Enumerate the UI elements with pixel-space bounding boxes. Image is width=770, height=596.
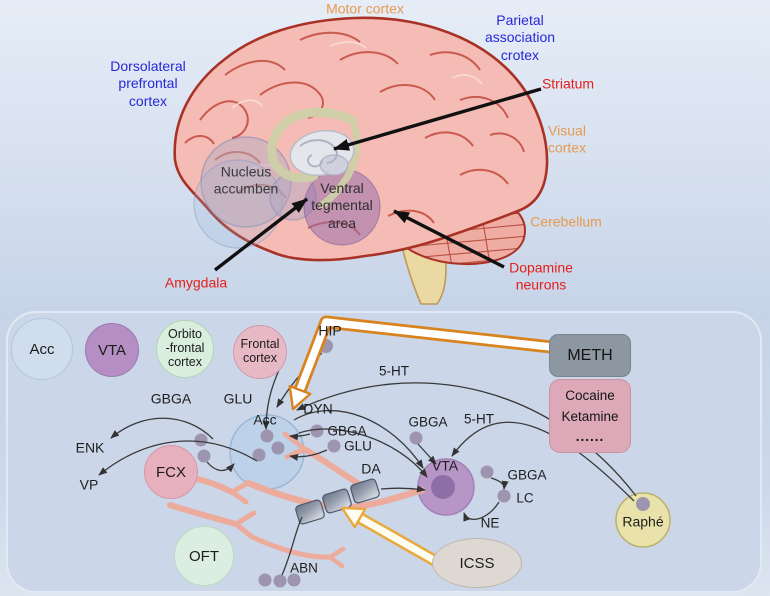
acc-to-vta-gbga-line <box>298 428 428 478</box>
meth-to-acc-arrow <box>288 315 552 411</box>
fcx-circle: FCX <box>144 445 198 499</box>
vp-label: VP <box>79 476 99 493</box>
gbga-to-lc-line <box>490 477 509 490</box>
legend-acc-circle: Acc <box>11 318 73 380</box>
striatum-label: Striatum <box>541 75 595 92</box>
acc-region-label: Acc <box>253 411 277 428</box>
raphe-to-vta-5ht-line <box>451 421 635 502</box>
dopamine-neurons-arrow <box>393 209 505 269</box>
cerebrum <box>173 16 549 262</box>
glu-left-label: GLU <box>223 390 253 407</box>
ne-label: NE <box>480 515 500 531</box>
lc-label: LC <box>516 490 534 506</box>
dyn-label: DYN <box>303 400 333 417</box>
gbga-dot-to-acc-line <box>289 433 311 441</box>
gyri-highlights <box>231 41 483 173</box>
terminal-dots <box>194 339 650 588</box>
icss-ellipse: ICSS <box>432 538 522 588</box>
gbga-to-vta-line <box>417 443 437 465</box>
motor-cortex-label: Motor cortex <box>326 0 404 17</box>
gbga-mid-label: GBGA <box>327 423 367 439</box>
acc-to-vta-dyn-line <box>293 410 424 469</box>
vta-core-circle <box>431 475 455 499</box>
acc-to-enk-line <box>110 417 214 440</box>
fcx-to-acc-line <box>206 461 235 473</box>
raphe-label: Raphé <box>622 513 664 530</box>
raphe-circle <box>615 492 671 548</box>
da-label: DA <box>361 460 381 477</box>
brain-illustration <box>173 16 549 305</box>
striatum-arrow <box>333 87 542 151</box>
lc-to-vta-ne-line <box>463 501 500 522</box>
acc-to-vp-line <box>98 440 258 476</box>
legend-vta-circle: VTA <box>85 323 139 377</box>
abn-axon-line <box>281 516 303 576</box>
icss-to-axon-arrow <box>340 506 442 569</box>
circuit-graphics <box>98 315 671 588</box>
gbga-vta-label: GBGA <box>408 414 448 430</box>
serotonin-mid-label: 5-HT <box>464 411 494 427</box>
meth-box: METH <box>549 334 631 377</box>
gbga-lc-label: GBGA <box>507 467 547 483</box>
abn-label: ABN <box>290 560 318 576</box>
raphe-to-acc-5ht-line <box>296 382 637 497</box>
axon-to-vta-line <box>380 485 426 493</box>
glu-dot-to-acc-line <box>289 449 328 461</box>
amygdala-arrow <box>213 197 309 272</box>
cerebellum-label: Cerebellum <box>530 213 602 230</box>
vta-region-label: VTA <box>431 457 459 474</box>
amygdala-label: Amygdala <box>164 274 228 291</box>
serotonin-top-label: 5-HT <box>379 363 409 379</box>
gbga-left-label: GBGA <box>150 390 192 407</box>
hip-label: HIP <box>318 322 342 339</box>
oft-circle: OFT <box>174 526 234 586</box>
enk-label: ENK <box>75 439 105 456</box>
glu-mid-label: GLU <box>344 438 372 454</box>
